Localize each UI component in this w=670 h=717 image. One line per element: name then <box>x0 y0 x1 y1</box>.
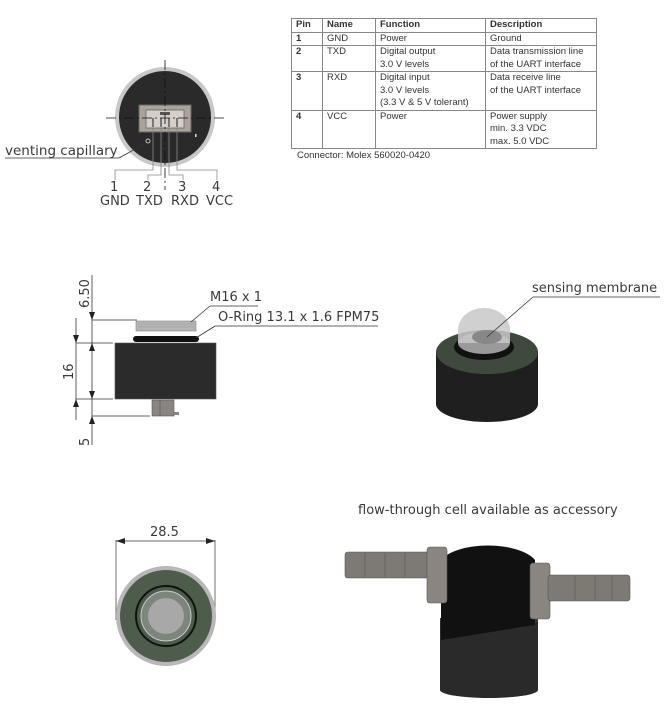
pin-name: RXD <box>322 71 376 111</box>
function-line: Digital output <box>380 46 436 57</box>
pin-3-name: RXD <box>171 194 199 209</box>
thread-label: M16 x 1 <box>210 290 262 305</box>
description-line: Data receive line <box>490 72 561 83</box>
description-line: max. 5.0 VDC <box>490 135 550 147</box>
pin-name: VCC <box>322 109 376 149</box>
pin-number: 2 <box>291 45 323 72</box>
function-line: Power <box>380 110 407 122</box>
pin-4-name: VCC <box>206 194 234 209</box>
diameter-label: 28.5 <box>150 525 179 540</box>
pin-function: Digital input 3.0 V levels (3.3 V & 5 V … <box>375 71 486 111</box>
pin-4-number: 4 <box>212 180 221 195</box>
table-row: 3 RXD Digital input 3.0 V levels (3.3 V … <box>291 71 597 111</box>
pin-function: Power <box>375 109 486 149</box>
front-view-drawing <box>115 538 216 666</box>
table-row: 2 TXD Digital output 3.0 V levels Data t… <box>291 45 597 72</box>
oring-label: O-Ring 13.1 x 1.6 FPM75 <box>218 310 380 325</box>
dim-bottom-label: 5 <box>78 437 93 446</box>
description-line: of the UART interface <box>490 84 582 96</box>
description-line: Ground <box>490 32 522 44</box>
function-line: 3.0 V levels <box>380 58 430 70</box>
bottom-view-drawing <box>5 60 224 190</box>
pin-table-header: Pin Name Function Description <box>291 18 597 33</box>
description-line: Data transmission line <box>490 46 584 57</box>
pin-description: Data transmission line of the UART inter… <box>485 45 597 72</box>
pin-1-name: GND <box>100 194 130 209</box>
pin-description: Power supply min. 3.3 VDC max. 5.0 VDC <box>485 109 597 149</box>
pin-2-number: 2 <box>143 180 152 195</box>
table-row: 4 VCC Power Power supply min. 3.3 VDC ma… <box>291 109 597 149</box>
function-line: 3.0 V levels <box>380 84 430 96</box>
accessory-caption: flow-through cell available as accessory <box>358 503 618 518</box>
function-line: Power <box>380 32 407 44</box>
pin-2-name: TXD <box>136 194 163 209</box>
iso-view-drawing <box>436 296 660 422</box>
side-view-drawing <box>73 275 378 445</box>
description-line: Power supply <box>490 110 548 122</box>
pin-name: TXD <box>322 45 376 72</box>
sensing-membrane-label: sensing membrane <box>532 281 658 296</box>
venting-capillary-label: venting capillary <box>5 143 118 159</box>
description-line: of the UART interface <box>490 58 582 70</box>
function-line: (3.3 V & 5 V tolerant) <box>380 97 469 108</box>
description-line: min. 3.3 VDC <box>490 123 547 134</box>
function-line: Digital input <box>380 72 430 83</box>
pin-1-number: 1 <box>110 180 119 195</box>
pin-3-number: 3 <box>178 180 187 195</box>
flow-cell-drawing <box>344 545 631 698</box>
pin-table: Pin Name Function Description 1 GND Powe… <box>291 18 597 149</box>
pin-function: Digital output 3.0 V levels <box>375 45 486 72</box>
pin-description: Data receive line of the UART interface <box>485 71 597 111</box>
dim-top-label: 6.50 <box>78 279 93 308</box>
connector-note: Connector: Molex 560020-0420 <box>297 150 431 161</box>
dim-body-label: 16 <box>62 363 77 380</box>
